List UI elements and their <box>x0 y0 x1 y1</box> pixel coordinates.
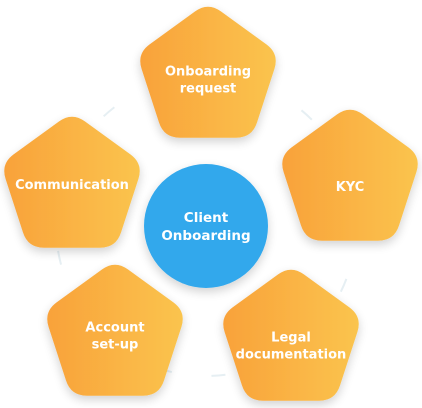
center-circle <box>144 164 268 288</box>
pentagon-legal-documentation <box>223 269 359 401</box>
node-label-kyc: KYC <box>336 180 365 195</box>
pentagon-account-set-up <box>47 264 183 396</box>
node-label-legal-documentation: documentation <box>236 348 347 363</box>
node-communication: Communication <box>4 116 140 248</box>
center-label: Onboarding <box>161 228 250 244</box>
pentagon-kyc <box>282 109 418 241</box>
center-label: Client <box>184 210 229 226</box>
node-label-onboarding-request: request <box>180 82 237 97</box>
node-label-communication: Communication <box>15 178 129 193</box>
node-legal-documentation: Legal documentation <box>223 269 359 401</box>
pentagon-onboarding-request <box>140 6 276 138</box>
node-kyc: KYC <box>282 109 418 241</box>
node-label-onboarding-request: Onboarding <box>165 65 251 80</box>
node-label-account-set-up: Account <box>85 321 144 336</box>
node-onboarding-request: Onboarding request <box>140 6 276 138</box>
node-label-account-set-up: set-up <box>92 338 139 353</box>
node-account-set-up: Account set-up <box>47 264 183 396</box>
pentagon-communication <box>4 116 140 248</box>
node-label-legal-documentation: Legal <box>271 331 311 346</box>
